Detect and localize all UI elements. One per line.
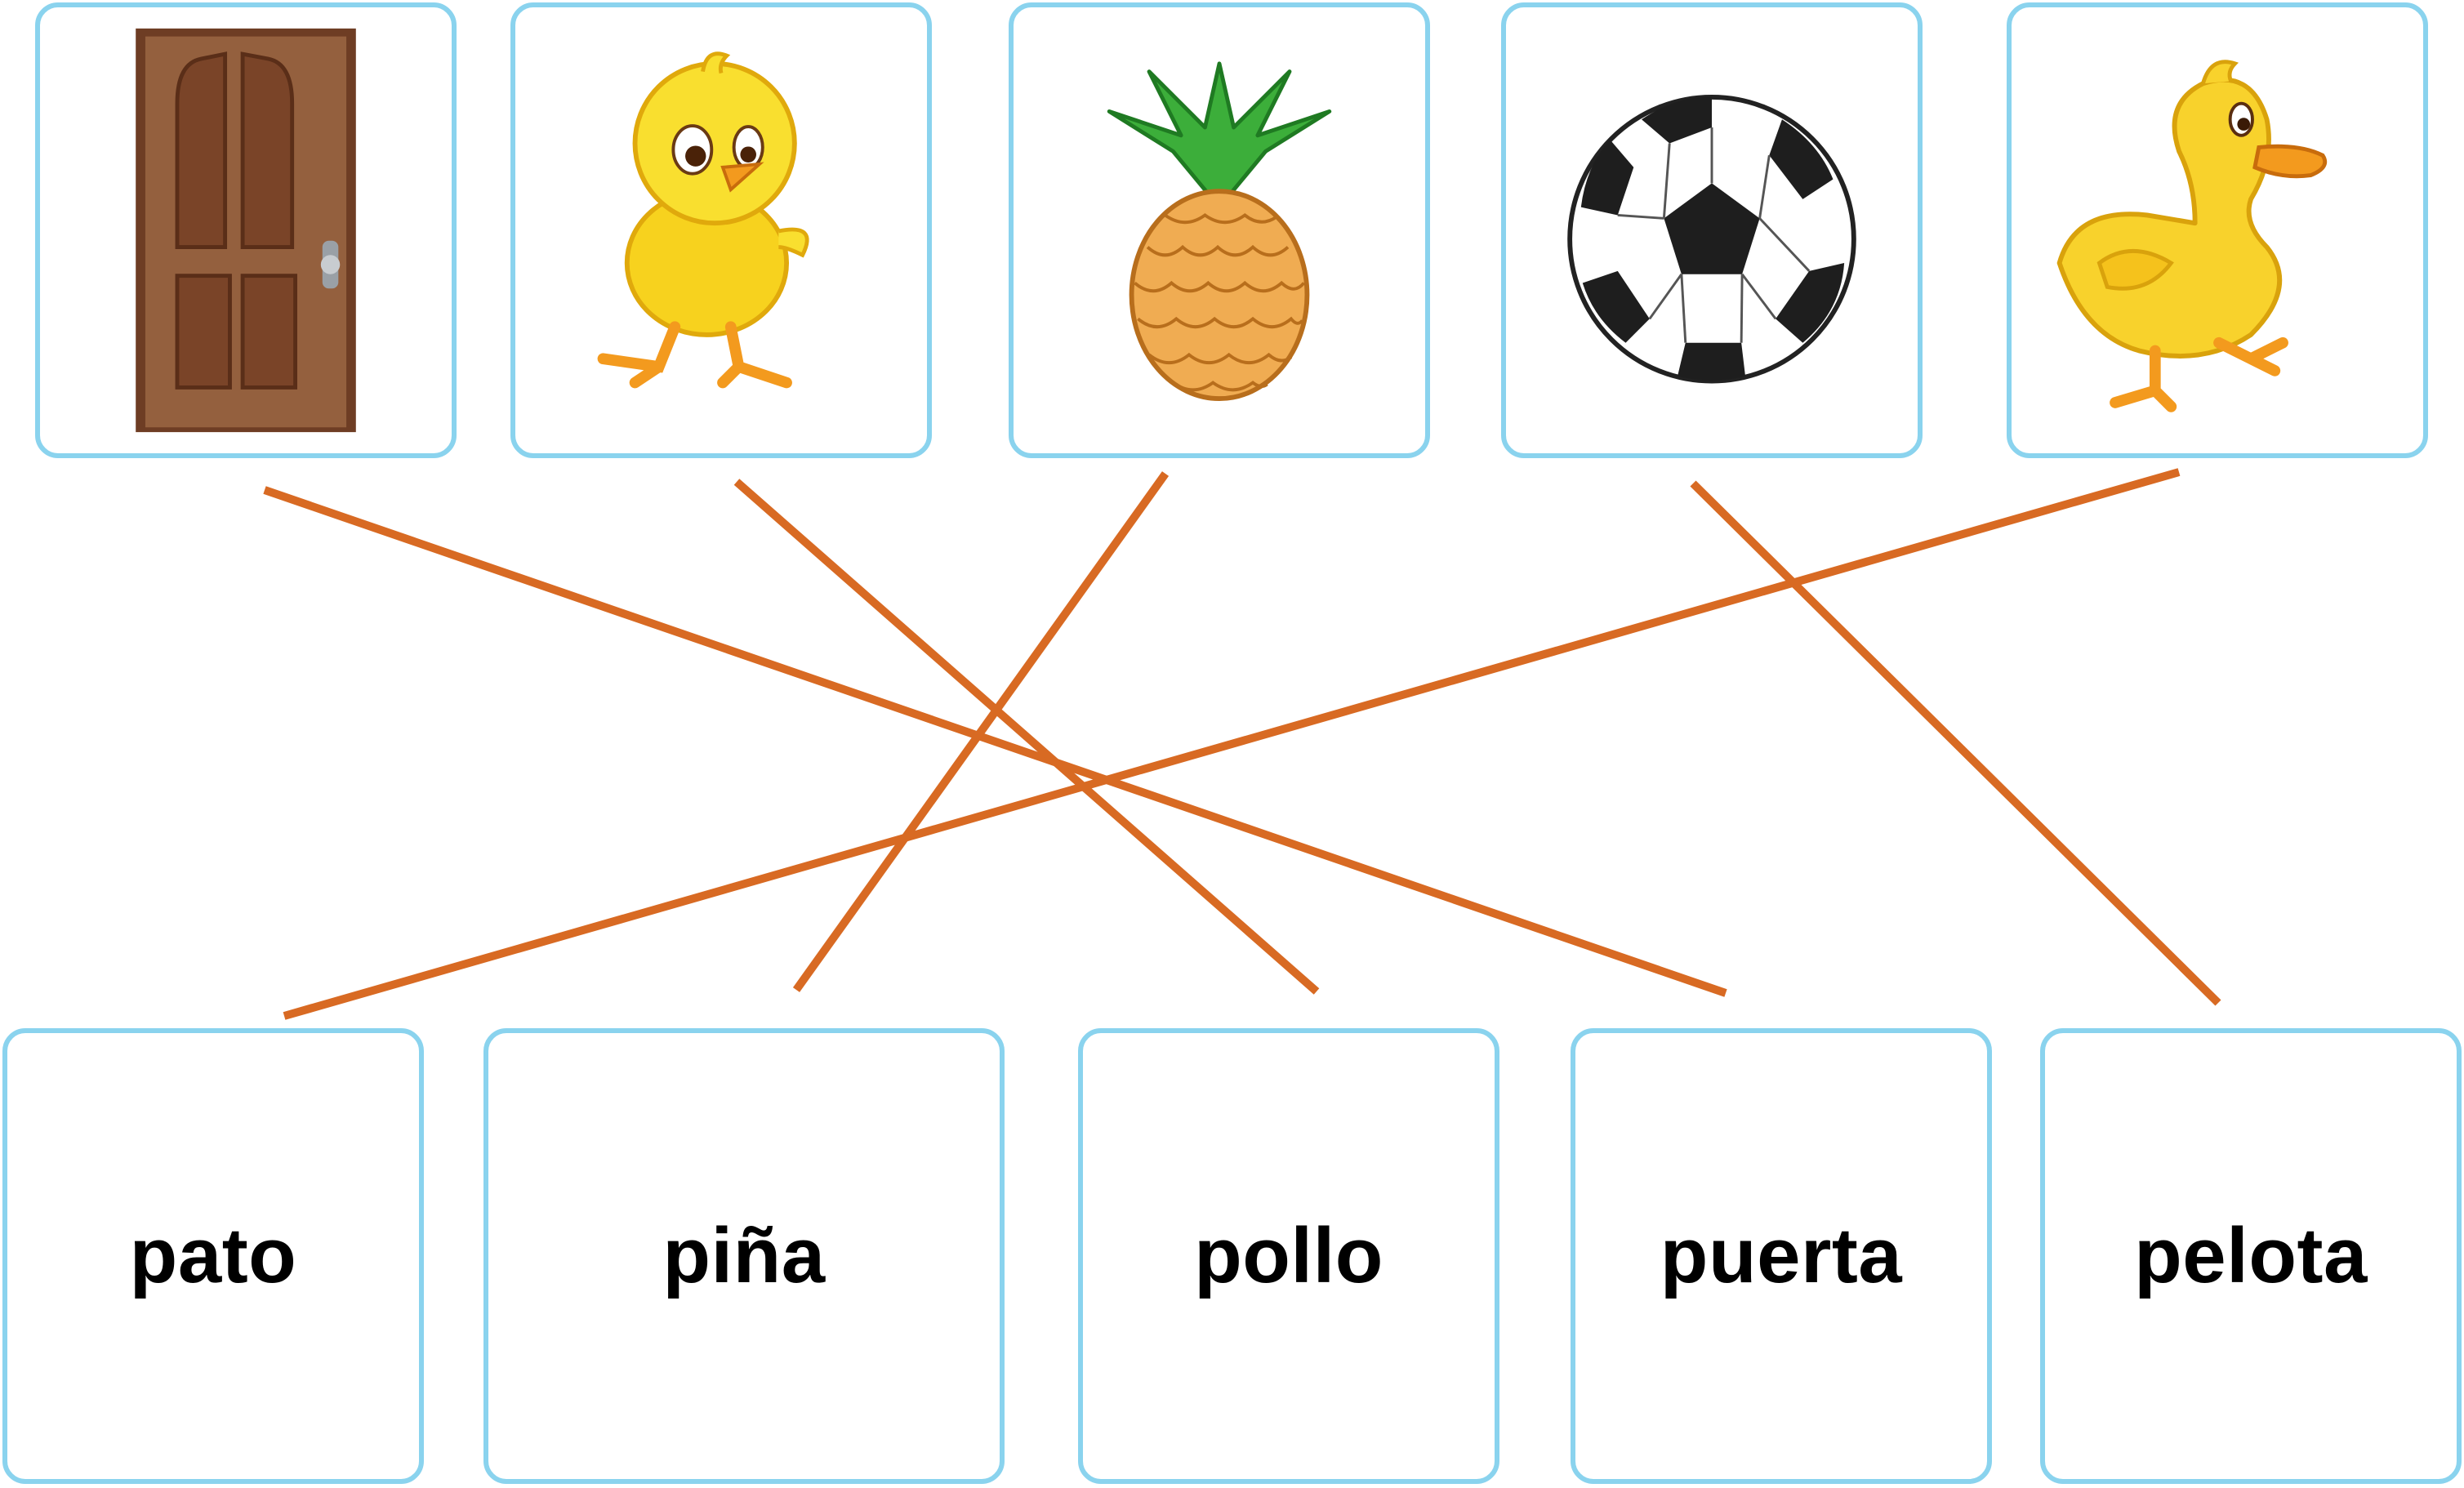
word-label: piña (662, 1212, 826, 1299)
word-card-pina[interactable]: piña (483, 1028, 1005, 1484)
door-icon (136, 28, 356, 433)
picture-card-chick[interactable] (510, 2, 932, 458)
word-card-puerta[interactable]: puerta (1571, 1028, 1992, 1484)
word-card-pollo[interactable]: pollo (1078, 1028, 1499, 1484)
picture-card-duck[interactable] (2007, 2, 2428, 458)
word-card-pelota[interactable]: pelota (2040, 1028, 2462, 1484)
match-line-soccer-ball-to-4 (1690, 480, 2221, 1006)
match-line-duck-to-0 (283, 468, 2181, 1020)
word-label: pollo (1194, 1212, 1383, 1299)
match-line-chick-to-2 (733, 479, 1320, 995)
picture-card-soccer-ball[interactable] (1501, 2, 1923, 458)
word-label: pelota (2134, 1212, 2368, 1299)
soccer-ball-icon (1567, 94, 1856, 384)
chick-icon (597, 51, 809, 389)
duck-icon (2056, 60, 2328, 412)
picture-card-door[interactable] (35, 2, 457, 458)
picture-card-pineapple[interactable] (1009, 2, 1430, 458)
match-line-door-to-3 (263, 486, 1727, 997)
word-label: puerta (1660, 1212, 1903, 1299)
pineapple-icon (1107, 61, 1332, 402)
word-label: pato (129, 1212, 297, 1299)
match-line-pineapple-to-1 (792, 471, 1170, 992)
word-card-pato[interactable]: pato (2, 1028, 424, 1484)
